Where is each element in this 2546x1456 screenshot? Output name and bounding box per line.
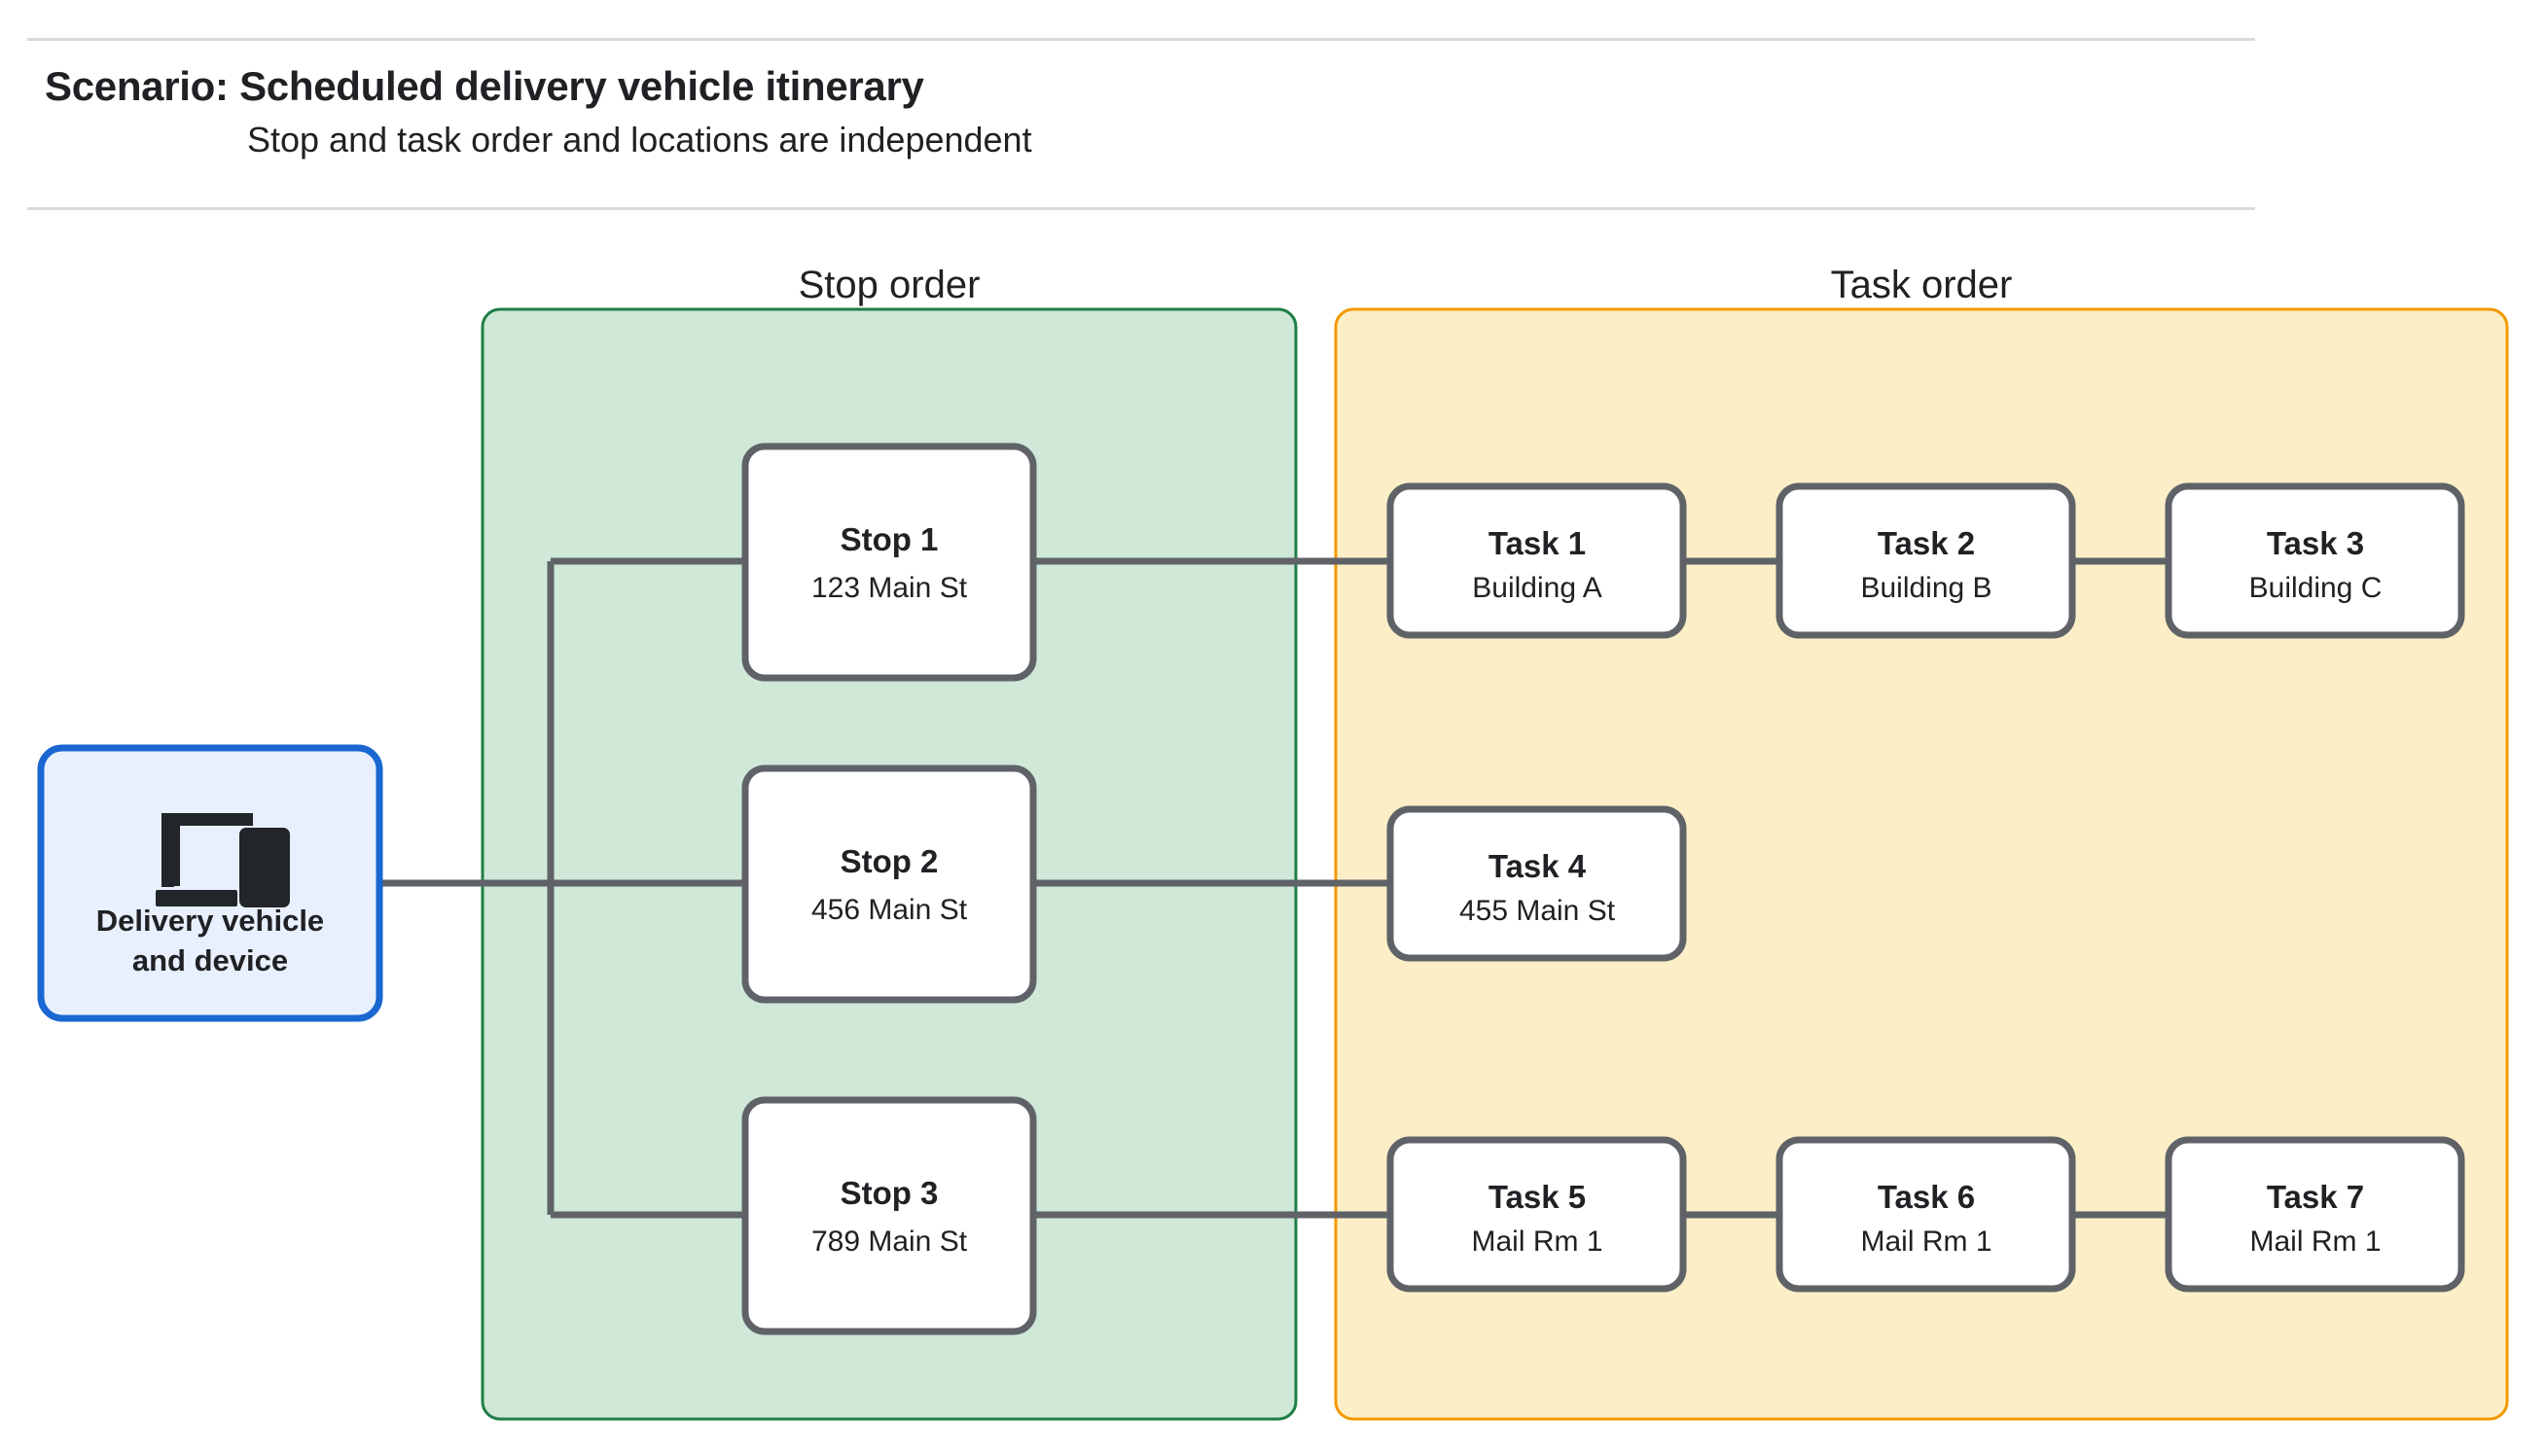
delivery-vehicle-box[interactable]: [37, 744, 383, 1022]
stop-node-2-box[interactable]: [741, 764, 1037, 1004]
task-node-7-location: Mail Rm 1: [2249, 1225, 2381, 1258]
task-node-4-box[interactable]: [1386, 805, 1687, 962]
task-node-6[interactable]: Task 6 Mail Rm 1: [1775, 1136, 2076, 1293]
task-node-1-title: Task 1: [1488, 525, 1586, 561]
task-node-7-title: Task 7: [2267, 1179, 2364, 1215]
task-node-6-box[interactable]: [1775, 1136, 2076, 1293]
task-node-1-location: Building A: [1472, 572, 1601, 604]
task-node-3-title: Task 3: [2267, 525, 2364, 561]
header-divider-top: [27, 38, 2255, 41]
stop-node-2-title: Stop 2: [841, 843, 939, 879]
devices-icon: [156, 813, 290, 907]
stop-node-3[interactable]: Stop 3 789 Main St: [741, 1096, 1037, 1335]
task-node-3-location: Building C: [2249, 572, 2383, 604]
stop-node-1-title: Stop 1: [841, 521, 939, 557]
stop-node-1[interactable]: Stop 1 123 Main St: [741, 443, 1037, 682]
task-node-2[interactable]: Task 2 Building B: [1775, 482, 2076, 639]
delivery-vehicle-label-line2: and device: [132, 943, 288, 977]
stop-node-1-location: 123 Main St: [811, 572, 968, 604]
header-divider-bottom: [27, 207, 2255, 210]
task-node-5-location: Mail Rm 1: [1471, 1225, 1602, 1258]
task-node-5[interactable]: Task 5 Mail Rm 1: [1386, 1136, 1687, 1293]
task-node-1[interactable]: Task 1 Building A: [1386, 482, 1687, 639]
task-node-3[interactable]: Task 3 Building C: [2165, 482, 2465, 639]
task-node-6-title: Task 6: [1878, 1179, 1975, 1215]
task-node-5-box[interactable]: [1386, 1136, 1687, 1293]
task-node-2-location: Building B: [1860, 572, 1991, 604]
task-node-3-box[interactable]: [2165, 482, 2465, 639]
delivery-vehicle-node[interactable]: Delivery vehicle and device: [37, 744, 383, 1022]
stop-node-3-title: Stop 3: [841, 1175, 939, 1211]
stop-node-3-location: 789 Main St: [811, 1225, 968, 1258]
page-title: Scenario: Scheduled delivery vehicle iti…: [45, 63, 924, 109]
task-node-4-title: Task 4: [1488, 848, 1587, 884]
task-node-4-location: 455 Main St: [1459, 895, 1616, 927]
task-node-2-box[interactable]: [1775, 482, 2076, 639]
delivery-vehicle-label-line1: Delivery vehicle: [96, 904, 324, 938]
task-order-panel-title: Task order: [1831, 264, 2013, 306]
task-node-6-location: Mail Rm 1: [1860, 1225, 1991, 1258]
task-node-7[interactable]: Task 7 Mail Rm 1: [2165, 1136, 2465, 1293]
stop-node-1-box[interactable]: [741, 443, 1037, 682]
task-node-4[interactable]: Task 4 455 Main St: [1386, 805, 1687, 962]
stop-node-2-location: 456 Main St: [811, 894, 968, 926]
task-node-7-box[interactable]: [2165, 1136, 2465, 1293]
task-node-5-title: Task 5: [1488, 1179, 1586, 1215]
stop-node-3-box[interactable]: [741, 1096, 1037, 1335]
page-subtitle: Stop and task order and locations are in…: [247, 120, 1032, 160]
stop-order-panel-title: Stop order: [799, 264, 981, 306]
stop-node-2[interactable]: Stop 2 456 Main St: [741, 764, 1037, 1004]
task-node-2-title: Task 2: [1878, 525, 1975, 561]
connector-group: [381, 557, 2169, 1219]
task-node-1-box[interactable]: [1386, 482, 1687, 639]
